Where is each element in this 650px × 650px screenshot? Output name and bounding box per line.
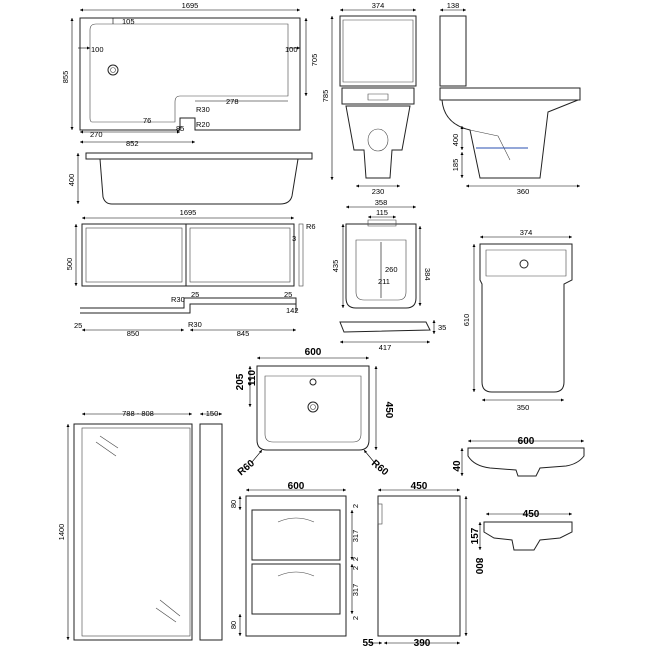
bath-panel-view: 1695 R6 3 500 R30 25 25 142 25 850 R30 8…: [65, 208, 316, 338]
panel-gap-left: 25: [191, 290, 199, 299]
seat-width: 358: [375, 198, 388, 207]
bath-radius-top: R30: [196, 105, 210, 114]
shower-screen-view: 788 - 808 150 1400: [57, 409, 223, 641]
toilet-base-front: 230: [372, 187, 385, 196]
panel-radius: R6: [306, 222, 316, 231]
vanity-drawer-top: 317: [351, 530, 360, 543]
panel-right-width: 845: [237, 329, 250, 338]
bath-bottom-width: 852: [126, 139, 139, 148]
seat-side-width: 417: [379, 343, 392, 352]
vanity-top-gap: 80: [229, 500, 238, 508]
seat-inner-211: 211: [378, 277, 390, 286]
toilet-side-view: 138 400 185 360: [439, 1, 581, 196]
screen-width-range: 788 - 808: [122, 409, 154, 418]
vanity-side-view: 450 800 55 390: [362, 481, 484, 649]
basin-side-width: 600: [518, 436, 535, 447]
panel-side-depth: 142: [286, 306, 299, 315]
vanity-gap-bottom: 2: [351, 616, 360, 620]
bath-inner-offset: 105: [122, 17, 135, 26]
basin-tap-small: 110: [247, 369, 258, 386]
basin-plan-view: 600 205 110 450 R60 R60: [235, 347, 394, 478]
vanity-gap-mid: 2: [351, 557, 360, 561]
bath-step-left: 270: [90, 130, 103, 139]
bath-left-height: 855: [61, 71, 70, 84]
vanity-drawer-bottom: 317: [351, 584, 360, 597]
vanity-side-height: 800: [473, 558, 484, 575]
vanity-gap-top-right: 2: [351, 504, 360, 508]
bath-bottom-inset: 76: [143, 116, 151, 125]
bath-radius-bottom: R20: [196, 120, 210, 129]
vanity-side-foot: 55: [362, 638, 374, 649]
basin-tap-offset: 205: [235, 373, 246, 390]
screen-depth: 150: [206, 409, 219, 418]
toilet-pan-height: 400: [451, 134, 460, 147]
basin-side-height: 40: [452, 460, 463, 472]
vanity-gap-mid2: 2: [351, 566, 360, 570]
toilet-front-view: 374 785 230: [321, 1, 417, 196]
bath-step-width: 278: [226, 97, 239, 106]
cistern-width-bottom: 350: [517, 403, 530, 412]
cistern-width-top: 374: [520, 228, 533, 237]
bath-inner-left: 100: [91, 45, 104, 54]
bath-inner-right: 100: [285, 45, 298, 54]
basin-depth: 450: [383, 402, 394, 419]
panel-corner-r30-top: R30: [171, 295, 185, 304]
vanity-base-left: 80: [229, 621, 238, 629]
vanity-side-depth: 390: [414, 638, 431, 649]
toilet-base-side: 360: [517, 187, 530, 196]
basin-profile-width: 450: [523, 509, 540, 520]
cistern-view: 374 610 350: [462, 228, 573, 412]
toilet-height: 785: [321, 90, 330, 103]
toilet-side-depth: 138: [447, 1, 460, 10]
bath-plan-view: 1695 105 855 100 100 705 R30 76 278 R20 …: [61, 1, 319, 148]
vanity-front-view: 600 80 2 317 2 2 317 80 2: [229, 481, 360, 637]
screen-height: 1400: [57, 524, 66, 541]
basin-radius-right: R60: [369, 458, 390, 479]
basin-profile-height: 157: [470, 527, 481, 544]
panel-left-width: 850: [127, 329, 140, 338]
panel-total-width: 1695: [180, 208, 197, 217]
toilet-front-width: 374: [372, 1, 385, 10]
seat-inner-260: 260: [385, 265, 398, 274]
vanity-width: 600: [288, 481, 305, 492]
panel-corner-r30-bottom: R30: [188, 320, 202, 329]
bath-right-height: 705: [310, 54, 319, 67]
seat-hinge-width: 115: [376, 208, 388, 217]
vanity-side-width: 450: [411, 481, 428, 492]
basin-side-view: 600 40: [452, 436, 585, 477]
panel-gap-right: 25: [284, 290, 292, 299]
basin-profile-view: 450 157: [470, 509, 573, 551]
panel-bottom-left: 25: [74, 321, 82, 330]
toilet-seat-view: 358 115 435 260 384 211 417 35: [331, 198, 446, 352]
basin-radius-left: R60: [236, 458, 257, 479]
bath-step-small: 85: [176, 124, 184, 133]
basin-width: 600: [305, 347, 322, 358]
bath-top-width: 1695: [182, 1, 199, 10]
seat-height-left: 435: [331, 260, 340, 273]
bath-side-height: 400: [67, 174, 76, 187]
seat-side-height: 35: [438, 323, 446, 332]
bath-side-view: 400: [67, 152, 313, 205]
seat-height-right: 384: [423, 268, 432, 281]
panel-thickness: 3: [292, 234, 296, 243]
cistern-height: 610: [462, 314, 471, 327]
toilet-outlet-height: 185: [451, 159, 460, 172]
panel-height: 500: [65, 258, 74, 271]
